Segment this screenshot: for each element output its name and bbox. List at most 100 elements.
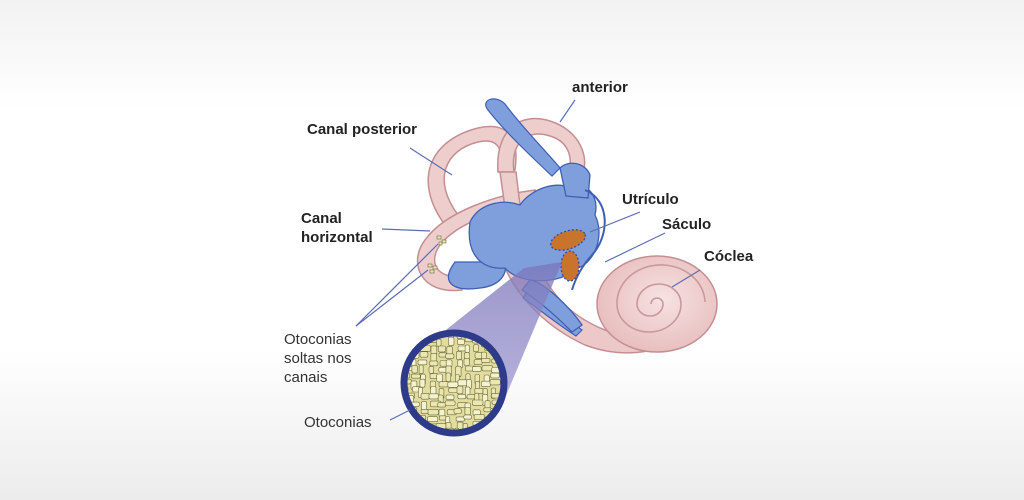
otoconia-crystal xyxy=(445,394,455,400)
otoconia-crystal xyxy=(492,428,500,433)
otoconia-crystal xyxy=(481,365,494,372)
otoconia-crystal xyxy=(501,436,505,444)
otoconia-crystal xyxy=(482,436,492,441)
otoconia-crystal xyxy=(481,358,491,363)
otoconia-crystal xyxy=(419,351,429,358)
label-coclea: Cóclea xyxy=(704,248,754,265)
otoconia-crystal xyxy=(493,422,500,433)
otoconia-crystal xyxy=(437,345,446,353)
otoconia-crystal xyxy=(412,437,420,441)
otoconia-crystal xyxy=(463,414,472,420)
otoconia-crystal xyxy=(428,393,439,400)
otoconia-crystal xyxy=(445,353,455,359)
otoconia-crystal xyxy=(509,410,517,415)
otoconia-crystal xyxy=(508,417,515,421)
otoconia-crystal xyxy=(492,437,501,442)
label-otoconias-soltas-line2: soltas nos xyxy=(284,349,352,367)
otoconia-crystal xyxy=(419,378,426,388)
otoconia-crystal xyxy=(471,399,484,406)
label-canal-posterior: Canal posterior xyxy=(307,121,418,138)
otoconia-crystal xyxy=(483,429,489,433)
label-utriculo: Utrículo xyxy=(622,191,679,208)
otoconia-crystal xyxy=(512,402,517,412)
saccule-macula xyxy=(560,250,580,282)
label-canal-horizontal: Canal horizontal xyxy=(301,210,373,248)
otoconia-crystal xyxy=(501,415,504,426)
label-otoconias-soltas-line3: canais xyxy=(284,368,328,386)
otoconia-crystal xyxy=(410,373,421,379)
label-anterior: anterior xyxy=(572,79,628,96)
otoconia-crystal xyxy=(474,387,484,394)
otoconia-crystal xyxy=(510,424,518,428)
endolymphatic-duct xyxy=(485,98,561,177)
otoconia-crystal xyxy=(481,380,491,387)
otoconia-crystal xyxy=(473,414,485,421)
otoconia-crystal xyxy=(464,344,470,353)
otoconia-crystal xyxy=(438,381,449,388)
otoconia-crystal xyxy=(404,333,411,336)
otoconia-crystal xyxy=(463,358,470,366)
otoconia-crystal xyxy=(453,408,462,414)
otoconia-crystal xyxy=(438,408,446,417)
label-saculo: Sáculo xyxy=(662,216,712,233)
otoconia-crystal xyxy=(454,436,459,447)
otoconia-crystal xyxy=(472,366,482,372)
otoconia-crystal xyxy=(464,435,469,446)
nerve-fiber xyxy=(571,189,606,291)
otoconia-crystal xyxy=(420,392,430,400)
otoconia-crystal xyxy=(509,429,513,438)
otoconia-crystal xyxy=(473,359,483,365)
otoconia-crystal xyxy=(427,416,439,423)
otoconia-crystal xyxy=(436,338,442,347)
otoconia-crystal xyxy=(427,409,439,416)
otoconia-crystal xyxy=(411,364,418,374)
cochlea xyxy=(596,255,718,353)
otoconia-crystal xyxy=(418,333,424,342)
otoconia-crystal xyxy=(447,381,459,388)
otoconia-crystal xyxy=(445,372,451,382)
otoconia-crystal xyxy=(502,409,504,418)
otoconia-crystal xyxy=(412,428,423,433)
otoconia-crystal xyxy=(473,436,482,441)
otoconia-crystal xyxy=(430,436,441,441)
otoconia-crystal xyxy=(421,437,428,443)
otoconia-crystal xyxy=(437,402,446,408)
label-canal-horizontal-line2: horizontal xyxy=(301,228,373,246)
otoconia-crystal xyxy=(484,400,491,409)
otoconia-crystal xyxy=(401,436,406,446)
otoconia-crystal xyxy=(499,422,504,428)
otoconia-crystal xyxy=(489,379,501,386)
otoconia-crystal xyxy=(473,344,479,353)
otoconia-crystal xyxy=(412,422,421,429)
otoconia-crystal xyxy=(464,407,471,416)
otoconia-crystal xyxy=(445,438,451,445)
leader-lines xyxy=(355,99,701,421)
otoconia-crystal xyxy=(417,359,428,366)
label-otoconias: Otoconias xyxy=(304,414,372,431)
otoconia-crystal xyxy=(490,372,500,379)
otoconia-crystal xyxy=(510,436,516,446)
otoconia-crystal xyxy=(511,395,519,400)
otoconia-crystal xyxy=(455,351,462,360)
otoconia-crystal xyxy=(404,351,406,362)
otoconia-crystal xyxy=(436,436,445,440)
otoconia-crystal xyxy=(457,393,466,400)
otoconia-crystal xyxy=(418,364,424,374)
otoconia-crystal xyxy=(428,365,434,374)
otoconia-crystal xyxy=(456,385,464,395)
otoconia-crystal xyxy=(455,416,465,422)
label-otoconias-soltas-line1: Otoconias xyxy=(284,331,352,348)
otoconia-crystal xyxy=(509,388,514,397)
otoconia-crystal xyxy=(457,379,468,387)
loose-otoconia xyxy=(427,235,447,274)
otoconia-crystal xyxy=(475,381,480,390)
otoconia-crystal xyxy=(438,415,447,421)
otoconia-crystal xyxy=(429,360,439,367)
otoconia-crystal xyxy=(436,373,443,383)
label-canal-horizontal-line1: Canal xyxy=(301,210,342,227)
otoconia-crystal xyxy=(404,422,411,429)
otoconia-crystal xyxy=(444,400,456,406)
otoconia-crystal xyxy=(420,408,429,414)
